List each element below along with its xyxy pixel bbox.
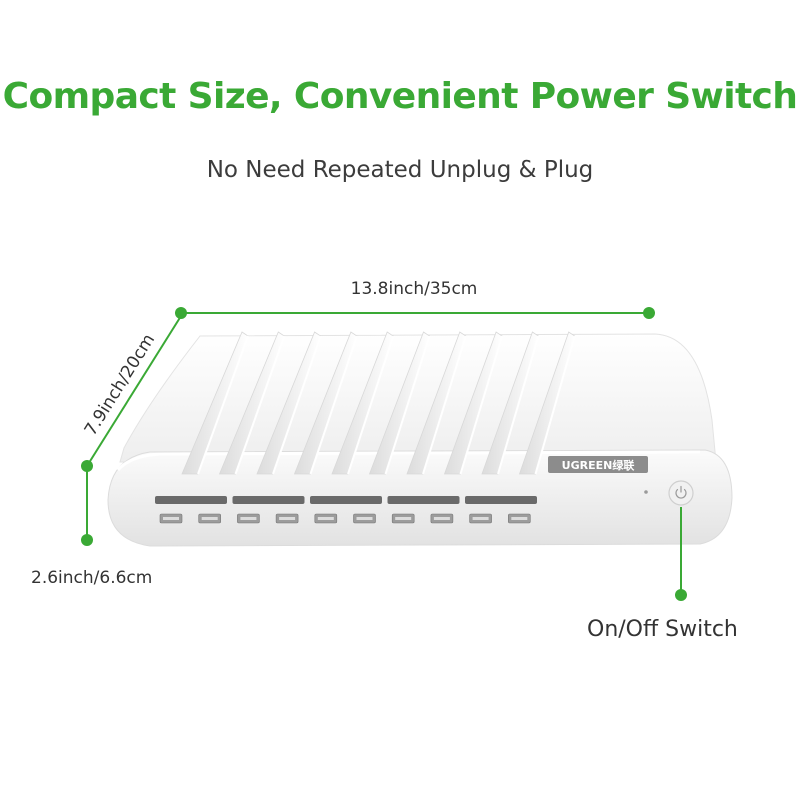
usb-port (469, 513, 492, 524)
height-label: 2.6inch/6.6cm (31, 568, 153, 588)
device-slot (387, 496, 460, 504)
device-slot (232, 496, 305, 504)
switch-label: On/Off Switch (587, 617, 738, 642)
device-slots (155, 496, 537, 504)
usb-port (430, 513, 454, 524)
dock-divider (181, 331, 249, 475)
dock-divider (368, 331, 431, 475)
device-slot (465, 496, 537, 504)
device-slot (310, 496, 382, 504)
usb-ports (159, 513, 531, 524)
switch-callout-line (675, 507, 687, 601)
dock-dividers (181, 331, 576, 475)
usb-port (507, 513, 531, 524)
dock-divider (518, 331, 576, 475)
usb-port (275, 513, 299, 524)
width-label: 13.8inch/35cm (350, 279, 478, 299)
dock-divider (293, 331, 358, 475)
brand-badge: UGREEN绿联 (548, 456, 648, 473)
usb-port (237, 513, 260, 524)
dock-divider (406, 331, 467, 475)
dimension-height-line (81, 466, 93, 546)
usb-port (314, 513, 338, 524)
usb-port (159, 513, 183, 524)
headline: Compact Size, Convenient Power Switch (2, 76, 798, 117)
usb-port (353, 513, 376, 524)
subheadline: No Need Repeated Unplug & Plug (206, 157, 594, 183)
power-switch[interactable] (668, 480, 694, 506)
power-icon (675, 485, 687, 499)
usb-port (391, 513, 415, 524)
dimension-width-line (175, 307, 655, 319)
dock-divider (218, 331, 286, 475)
dock-divider (481, 331, 540, 475)
device-slot (155, 496, 227, 504)
usb-port (198, 513, 221, 524)
brand-logo: UGREEN绿联 (562, 458, 635, 472)
dock-divider (331, 331, 395, 475)
dock-divider (443, 331, 504, 475)
charging-station: UGREEN绿联 (107, 331, 733, 547)
dock-divider (256, 331, 322, 475)
status-led (644, 490, 648, 494)
